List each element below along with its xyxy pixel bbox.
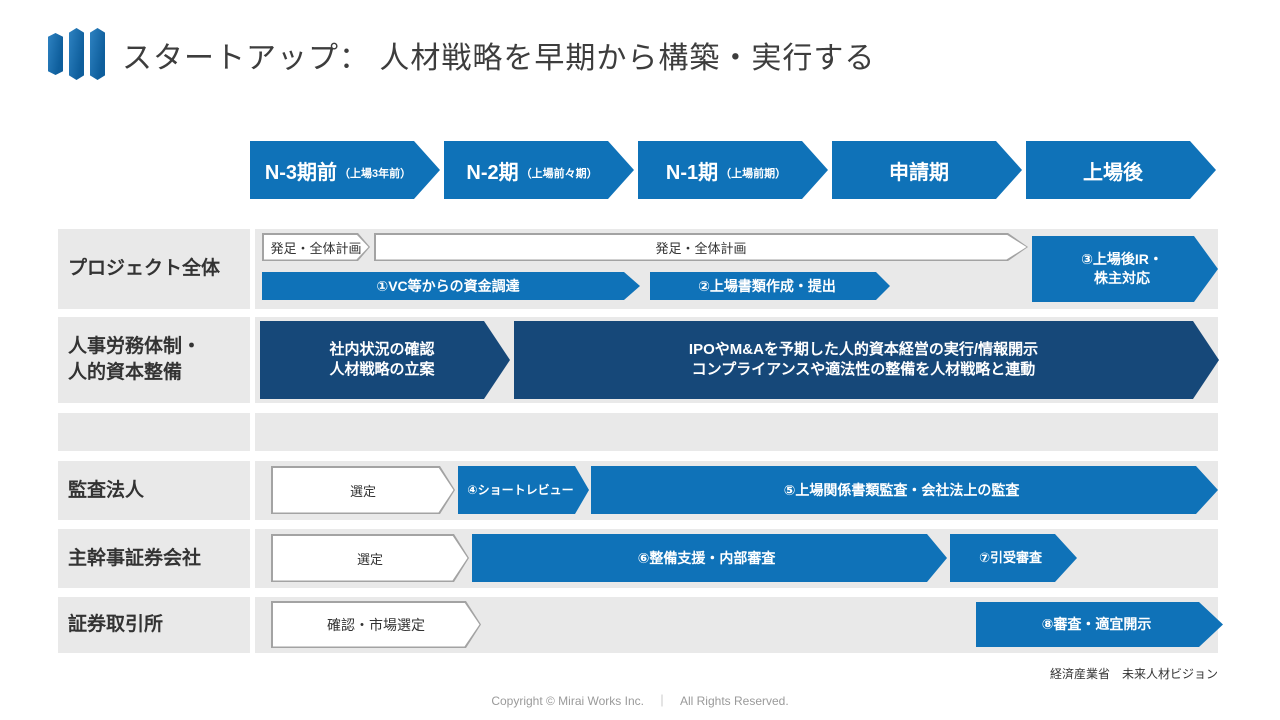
phase-label: N-1期 bbox=[665, 161, 719, 184]
phase-label: N-3期前 bbox=[264, 161, 338, 184]
row-bg bbox=[58, 597, 250, 653]
arrow-kickoff-plan-small: 発足・全体計画 bbox=[262, 233, 370, 261]
arrow-audit-selection: 選定 bbox=[271, 466, 455, 514]
arrow-text: 選定 bbox=[349, 483, 376, 499]
arrow-step7-underwriting-review: ⑦引受審査 bbox=[950, 534, 1077, 582]
timeline-phase-post-ipo: 上場後 bbox=[1026, 141, 1216, 199]
arrow-step8-review-disclosure: ⑧審査・適宜開示 bbox=[976, 602, 1223, 647]
row-label-hr: 人事労務体制・ 人的資本整備 bbox=[68, 336, 202, 383]
mirai-works-logo-icon bbox=[48, 28, 105, 80]
row-bg-spacer bbox=[255, 413, 1218, 451]
timeline-phase-n-2: N-2期 （上場前々期） bbox=[444, 141, 634, 199]
arrow-hr-human-capital-management: IPOやM&Aを予期した人的資本経営の実行/情報開示 コンプライアンスや適法性の… bbox=[514, 321, 1219, 399]
timeline-phase-application: 申請期 bbox=[832, 141, 1022, 199]
row-label-exchange: 証券取引所 bbox=[68, 614, 164, 636]
arrow-kickoff-plan-long: 発足・全体計画 bbox=[374, 233, 1028, 261]
arrow-text: 選定 bbox=[356, 551, 383, 567]
phase-note: （上場前々期） bbox=[520, 167, 598, 180]
phase-note: （上場3年前） bbox=[339, 167, 412, 180]
arrow-text: 発足・全体計画 bbox=[270, 240, 362, 256]
row-bg bbox=[58, 529, 250, 588]
logo-bar-icon bbox=[69, 28, 84, 80]
phase-label: 上場後 bbox=[1083, 161, 1143, 184]
phase-label: 申請期 bbox=[889, 161, 949, 184]
arrow-securities-selection: 選定 bbox=[271, 534, 469, 582]
row-label-project: プロジェクト全体 bbox=[68, 258, 221, 280]
timeline-phase-n-1: N-1期 （上場前期） bbox=[638, 141, 828, 199]
arrow-step1-vc-funding: ①VC等からの資金調達 bbox=[262, 272, 640, 300]
arrow-step3-post-ipo-ir: ③上場後IR・ 株主対応 bbox=[1032, 236, 1218, 302]
row-label-audit: 監査法人 bbox=[68, 479, 145, 501]
arrow-text: 発足・全体計画 bbox=[655, 240, 747, 256]
arrow-step6-support-internal-review: ⑥整備支援・内部審査 bbox=[472, 534, 947, 582]
arrow-exchange-market-selection: 確認・市場選定 bbox=[271, 601, 481, 648]
arrow-text: 確認・市場選定 bbox=[327, 616, 425, 633]
row-bg bbox=[58, 317, 250, 403]
source-credit: 経済産業省 未来人材ビジョン bbox=[1049, 667, 1218, 681]
row-bg-spacer bbox=[58, 413, 250, 451]
arrow-step5-listing-audit: ⑤上場関係書類監査・会社法上の監査 bbox=[591, 466, 1218, 514]
copyright-text: Copyright © Mirai Works Inc. ｜ All Right… bbox=[491, 694, 789, 708]
timeline-phase-n-3: N-3期前 （上場3年前） bbox=[250, 141, 440, 199]
page-title: スタートアップ： 人材戦略を早期から構築・実行する bbox=[122, 42, 876, 75]
phase-label: N-2期 bbox=[466, 161, 519, 184]
row-bg bbox=[58, 461, 250, 520]
logo-bar-icon bbox=[90, 28, 105, 80]
arrow-hr-status-strategy: 社内状況の確認 人材戦略の立案 bbox=[260, 321, 510, 399]
phase-note: （上場前期） bbox=[720, 167, 787, 180]
row-bg bbox=[58, 229, 250, 309]
logo-bar-icon bbox=[48, 33, 63, 75]
row-label-securities: 主幹事証券会社 bbox=[68, 547, 202, 569]
arrow-step4-short-review: ④ショートレビュー bbox=[458, 466, 589, 514]
arrow-step2-listing-docs: ②上場書類作成・提出 bbox=[650, 272, 890, 300]
